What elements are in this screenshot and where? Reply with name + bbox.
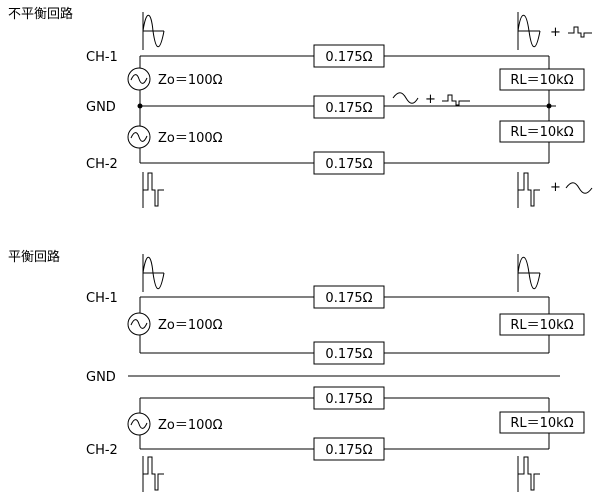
junction-dot-left bbox=[137, 103, 143, 109]
pulse-icon bbox=[517, 172, 540, 208]
small-sine-icon bbox=[565, 182, 593, 194]
svg-text:0.175Ω: 0.175Ω bbox=[325, 291, 372, 306]
svg-text:0.175Ω: 0.175Ω bbox=[325, 347, 372, 362]
unbalanced-title: 不平衡回路 bbox=[8, 6, 73, 22]
balanced-resistor-ch1-top: 0.175Ω bbox=[313, 285, 385, 309]
balanced-load-ch1: RL＝10kΩ bbox=[499, 313, 585, 336]
ac-source-icon bbox=[130, 419, 148, 429]
balanced-source-ch1: Zo＝100Ω bbox=[127, 312, 223, 336]
unbalanced-source-ch2: Zo＝100Ω bbox=[127, 125, 223, 149]
unbalanced-load-bottom: RL＝10kΩ bbox=[499, 120, 585, 143]
svg-text:0.175Ω: 0.175Ω bbox=[325, 443, 372, 458]
source-impedance-label: Zo＝100Ω bbox=[158, 131, 223, 146]
svg-text:0.175Ω: 0.175Ω bbox=[325, 392, 372, 407]
unbalanced-resistor-gnd: 0.175Ω bbox=[313, 95, 385, 119]
sine-wave-icon bbox=[517, 12, 541, 50]
ac-source-icon bbox=[130, 132, 148, 142]
svg-text:0.175Ω: 0.175Ω bbox=[325, 157, 372, 172]
source-impedance-label: Zo＝100Ω bbox=[158, 318, 223, 333]
junction-dot-right bbox=[546, 103, 552, 109]
plus-sign: + bbox=[550, 25, 561, 40]
svg-text:0.175Ω: 0.175Ω bbox=[325, 101, 372, 116]
svg-text:RL＝10kΩ: RL＝10kΩ bbox=[510, 125, 573, 140]
plus-sign: + bbox=[550, 180, 561, 195]
pulse-noise-icon bbox=[568, 26, 592, 38]
unbalanced-resistor-ch1: 0.175Ω bbox=[313, 44, 385, 68]
svg-text:RL＝10kΩ: RL＝10kΩ bbox=[510, 416, 573, 431]
ac-source-icon bbox=[130, 319, 148, 329]
balanced-title: 平衡回路 bbox=[8, 249, 60, 265]
balanced-source-ch2: Zo＝100Ω bbox=[127, 412, 223, 436]
balanced-gnd-label: GND bbox=[86, 370, 116, 385]
ac-source-icon bbox=[130, 74, 148, 84]
balanced-resistor-ch1-bottom: 0.175Ω bbox=[313, 341, 385, 365]
svg-text:RL＝10kΩ: RL＝10kΩ bbox=[510, 73, 573, 88]
unbalanced-load-top: RL＝10kΩ bbox=[499, 68, 585, 91]
unbalanced-ch2-label: CH-2 bbox=[86, 157, 118, 172]
small-sine-icon bbox=[392, 92, 419, 104]
sine-wave-icon bbox=[142, 254, 165, 292]
balanced-ch2-label: CH-2 bbox=[86, 443, 118, 458]
sine-wave-icon bbox=[142, 12, 165, 50]
pulse-icon bbox=[517, 456, 540, 492]
pulse-icon bbox=[142, 456, 164, 492]
unbalanced-source-ch1: Zo＝100Ω bbox=[127, 67, 223, 91]
source-impedance-label: Zo＝100Ω bbox=[158, 73, 223, 88]
source-impedance-label: Zo＝100Ω bbox=[158, 418, 223, 433]
pulse-icon bbox=[142, 172, 164, 208]
balanced-resistor-ch2-top: 0.175Ω bbox=[313, 386, 385, 410]
balanced-load-ch2: RL＝10kΩ bbox=[499, 411, 585, 434]
unbalanced-resistor-ch2: 0.175Ω bbox=[313, 151, 385, 175]
unbalanced-gnd-label: GND bbox=[86, 100, 116, 115]
balanced-resistor-ch2-bottom: 0.175Ω bbox=[313, 437, 385, 461]
balanced-ch1-label: CH-1 bbox=[86, 291, 118, 306]
unbalanced-ch1-label: CH-1 bbox=[86, 50, 118, 65]
svg-text:0.175Ω: 0.175Ω bbox=[325, 50, 372, 65]
sine-wave-icon bbox=[517, 254, 541, 292]
plus-sign: + bbox=[425, 92, 436, 107]
svg-text:RL＝10kΩ: RL＝10kΩ bbox=[510, 318, 573, 333]
pulse-noise-icon bbox=[442, 94, 470, 106]
